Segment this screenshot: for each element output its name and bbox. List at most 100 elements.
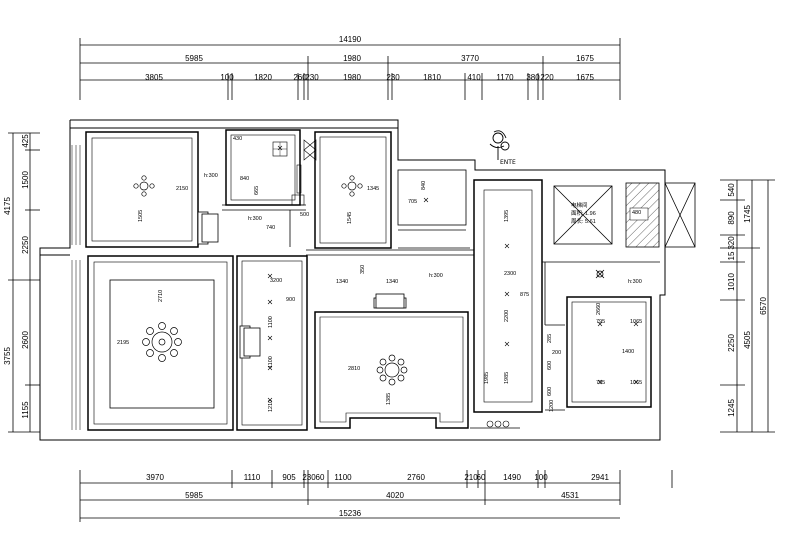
room-dim: 795 xyxy=(596,380,605,386)
dim-bottom: 210 xyxy=(464,473,478,482)
dim-right: 15 xyxy=(727,251,736,260)
room-dim: 795 xyxy=(596,319,605,325)
room-dim: 3200 xyxy=(270,278,282,284)
room-foyer xyxy=(397,169,470,249)
room-dim: 1340 xyxy=(386,279,398,285)
room-dim: 430 xyxy=(233,136,242,142)
room-right-bedroom xyxy=(566,296,652,408)
room-dim: 2300 xyxy=(504,271,516,277)
dim-top: 1820 xyxy=(254,73,272,82)
dim-top: 3770 xyxy=(461,54,479,63)
room-dim: 2710 xyxy=(158,290,164,302)
dim-top: 1675 xyxy=(576,54,594,63)
windows-left xyxy=(71,145,81,430)
dim-left: 425 xyxy=(21,134,30,148)
dim-top: 3805 xyxy=(145,73,163,82)
dim-bottom: 4531 xyxy=(561,491,579,500)
room-dim: 500 xyxy=(300,212,309,218)
chandelier-bedroom-left xyxy=(133,175,155,197)
dim-bottom: 1100 xyxy=(334,473,352,482)
room-dim: 1100 xyxy=(268,316,274,328)
dim-left: 2600 xyxy=(21,331,30,349)
room-dim: 1065 xyxy=(630,319,642,325)
dim-top-overall: 14190 xyxy=(339,35,362,44)
room-dim: 840 xyxy=(421,181,427,190)
bottom-dimension-text: 3970 1110 905 230 60 1100 2760 210 60 14… xyxy=(146,473,609,518)
room-dim: 1985 xyxy=(504,372,510,384)
dim-right: 540 xyxy=(727,183,736,197)
fan-icon xyxy=(595,269,605,279)
dim-left: 2250 xyxy=(21,236,30,254)
entry-door-icon xyxy=(489,130,510,160)
room-dim: 875 xyxy=(520,292,529,298)
downlights xyxy=(267,145,639,403)
dim-bottom: 3970 xyxy=(146,473,164,482)
room-dim: 740 xyxy=(266,225,275,231)
dim-left: 4175 xyxy=(3,197,12,215)
room-dim: 2810 xyxy=(348,366,360,372)
room-dim: 900 xyxy=(286,297,295,303)
room-middle-bedroom xyxy=(314,131,392,249)
room-dim: 1100 xyxy=(268,356,274,368)
dim-bottom: 60 xyxy=(316,473,325,482)
dim-top: 220 xyxy=(540,73,554,82)
partition-lines xyxy=(306,249,660,429)
dim-top: 260 xyxy=(293,73,307,82)
room-dim: 200 xyxy=(552,350,561,356)
dim-bottom: 905 xyxy=(282,473,296,482)
dim-top: 1980 xyxy=(343,54,361,63)
dim-left: 1500 xyxy=(21,171,30,189)
room-dim: 2200 xyxy=(504,310,510,322)
dim-bottom: 1110 xyxy=(244,473,261,482)
dim-right: 4505 xyxy=(743,331,752,349)
chandelier-bedroom-middle xyxy=(341,175,363,197)
dim-top: 5985 xyxy=(185,54,203,63)
dim-top: 230 xyxy=(305,73,319,82)
room-dim: 1345 xyxy=(367,186,379,192)
room-dim: 665 xyxy=(254,186,260,195)
bottom-dimension-lines xyxy=(79,470,673,522)
room-long-corridor xyxy=(473,179,543,413)
room-dining-room xyxy=(314,311,469,429)
room-duct xyxy=(664,182,696,248)
ceiling-height-note: h:300 xyxy=(429,273,443,279)
dim-top: 1170 xyxy=(496,73,514,82)
room-living-room xyxy=(87,255,234,431)
room-dim: 2150 xyxy=(176,186,188,192)
right-dimension-lines xyxy=(720,179,775,433)
dim-bottom-overall: 15236 xyxy=(339,509,362,518)
dim-bottom: 2760 xyxy=(407,473,425,482)
room-dim: 705 xyxy=(408,199,417,205)
floor-drain-fixtures xyxy=(486,420,510,428)
dim-top: 1675 xyxy=(576,73,594,82)
room-top-left-bedroom xyxy=(85,131,199,248)
room-dim: 1505 xyxy=(138,210,144,222)
elevator-title: 电梯间 xyxy=(571,201,588,209)
room-dim: 350 xyxy=(360,265,366,274)
dim-bottom: 5985 xyxy=(185,491,203,500)
room-dim: 2660 xyxy=(596,303,602,315)
dim-right: 1245 xyxy=(727,399,736,417)
room-elevator xyxy=(553,185,613,245)
dim-bottom: 1490 xyxy=(503,473,521,482)
ac-units xyxy=(197,211,407,359)
dim-left: 3755 xyxy=(3,347,12,365)
dim-bottom: 100 xyxy=(534,473,548,482)
elevator-label: 电梯间 面积: 1.96 周长: 5.61 xyxy=(571,201,596,225)
dim-top: 100 xyxy=(220,73,234,82)
chandelier-dining xyxy=(376,354,408,386)
room-dim: 1985 xyxy=(484,372,490,384)
dim-bottom: 60 xyxy=(477,473,486,482)
dim-bottom: 4020 xyxy=(386,491,404,500)
dim-right: 1745 xyxy=(743,205,752,223)
dim-top: 410 xyxy=(467,73,481,82)
dim-right: 2250 xyxy=(727,334,736,352)
entry-label: ENTE xyxy=(500,159,516,166)
left-dimension-text: 4175 3755 425 1500 2250 2600 1155 xyxy=(3,134,30,419)
room-dim: 1200 xyxy=(549,400,555,412)
room-dim: 1385 xyxy=(386,393,392,405)
top-dimension-text: 14190 5985 1980 3770 1675 3805 100 1820 … xyxy=(145,35,594,82)
room-dim: 1340 xyxy=(336,279,348,285)
ceiling-height-note: h:300 xyxy=(248,216,262,222)
room-shaft xyxy=(625,182,660,248)
